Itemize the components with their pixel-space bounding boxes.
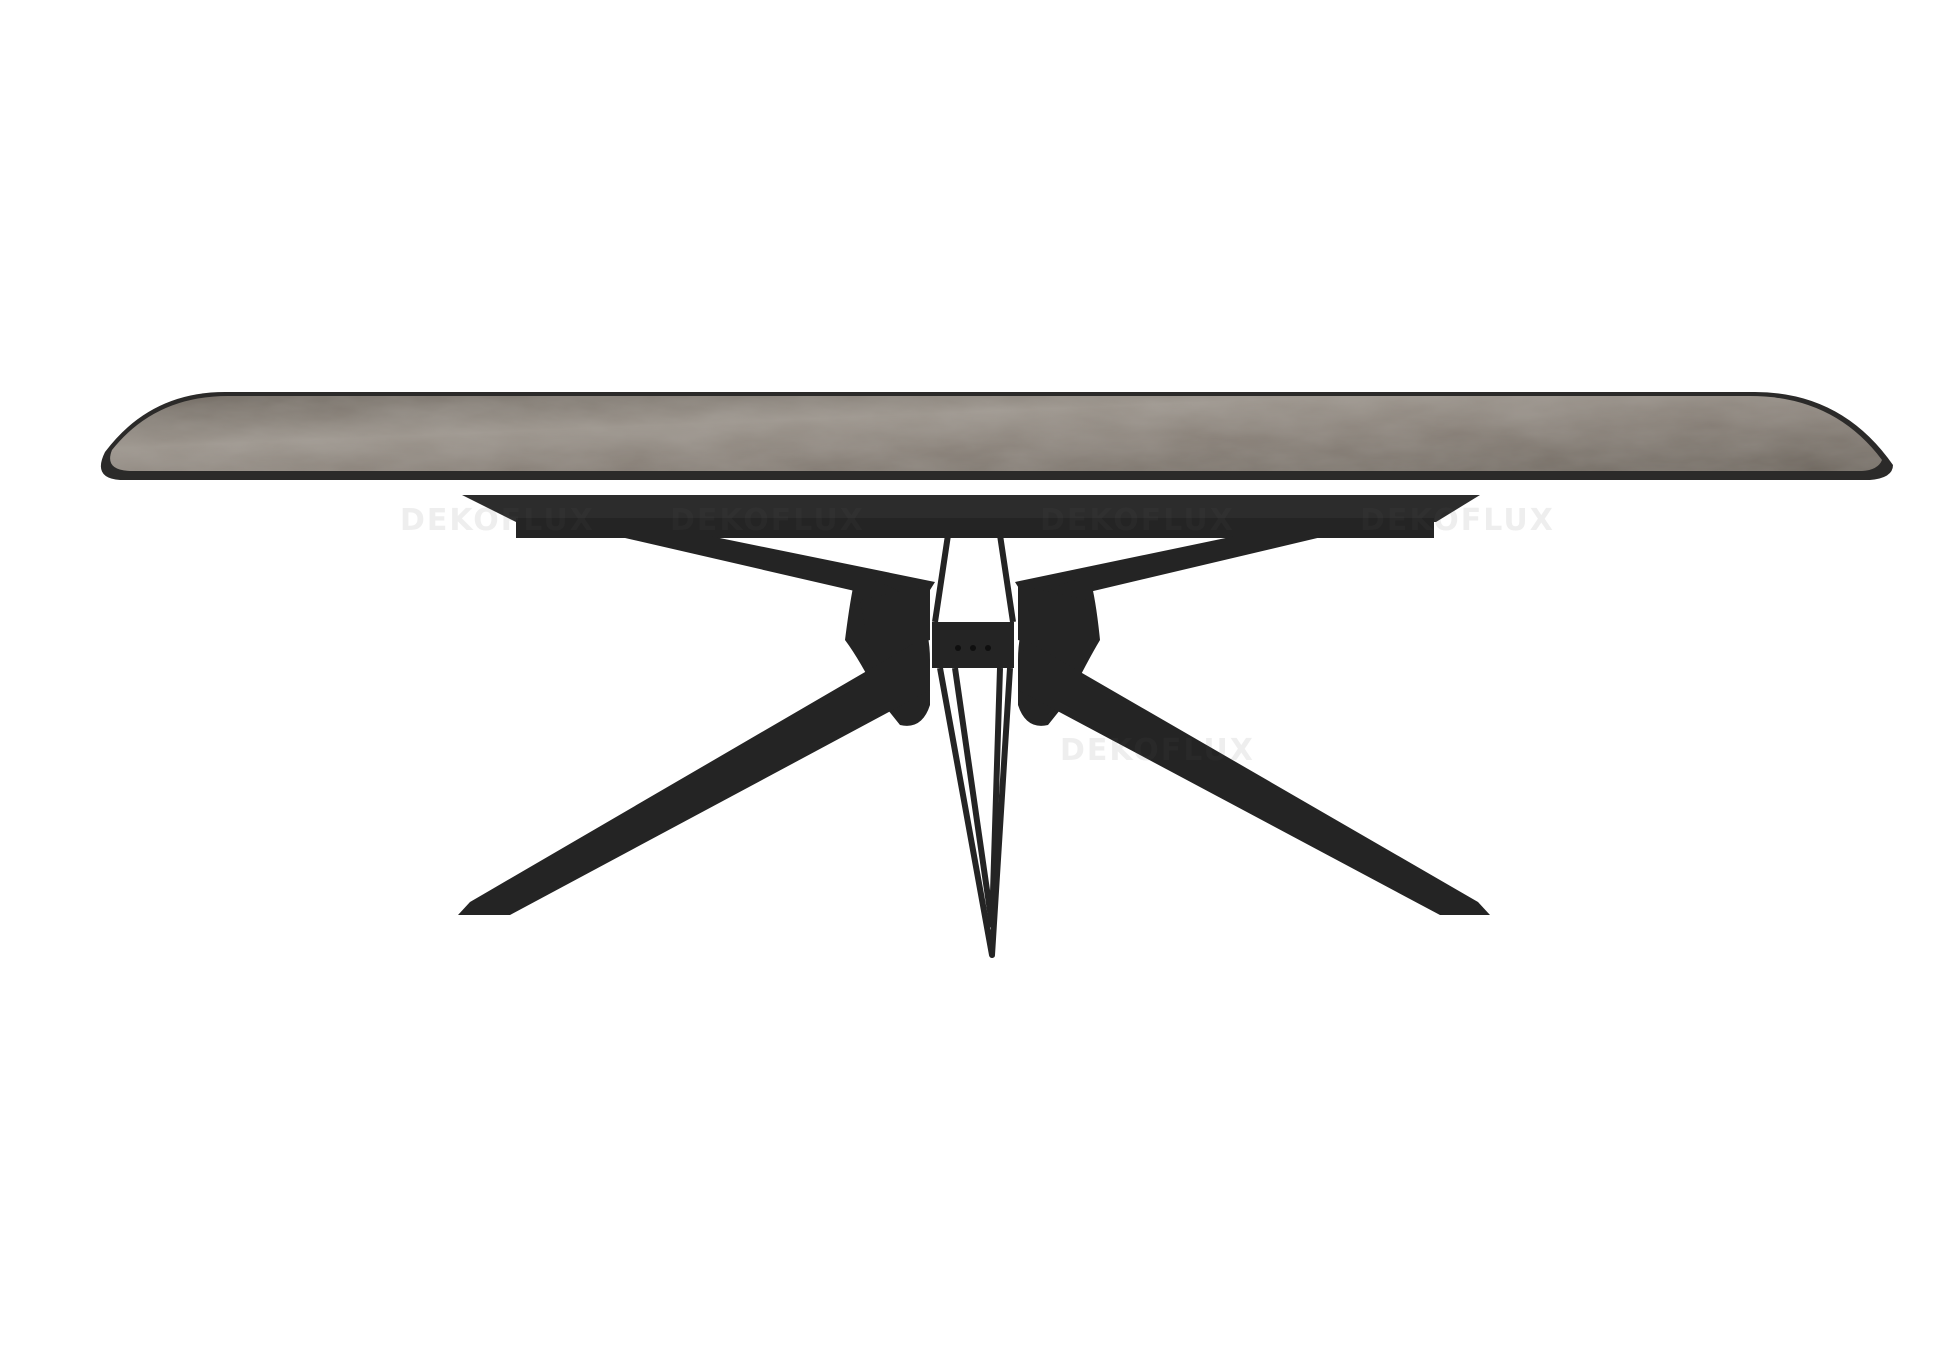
wire-v-inner [952, 667, 1003, 928]
leg-right-joint [1018, 585, 1088, 655]
wire-v-outer [937, 667, 1013, 958]
bolt [970, 645, 976, 651]
bolt [955, 645, 961, 651]
table-base [458, 534, 1490, 958]
watermark: DEKOFLUX [670, 503, 865, 538]
watermark-group: DEKOFLUX DEKOFLUX DEKOFLUX DEKOFLUX DEKO… [400, 503, 1555, 768]
table-frame [462, 495, 1480, 538]
watermark: DEKOFLUX [400, 503, 595, 538]
side-rail [516, 518, 1434, 538]
apron [462, 495, 1480, 522]
leg-front-left [458, 640, 930, 915]
leg-left-joint [860, 585, 930, 655]
tabletop [100, 392, 1893, 480]
watermark: DEKOFLUX [1360, 503, 1555, 538]
watermark: DEKOFLUX [1040, 503, 1235, 538]
leg-back-right [1015, 535, 1330, 606]
wire-upper [932, 534, 1016, 623]
leg-front-right [1018, 640, 1490, 915]
watermark: DEKOFLUX [1060, 733, 1255, 768]
tabletop-marble-texture [110, 396, 1882, 471]
bolt [985, 645, 991, 651]
